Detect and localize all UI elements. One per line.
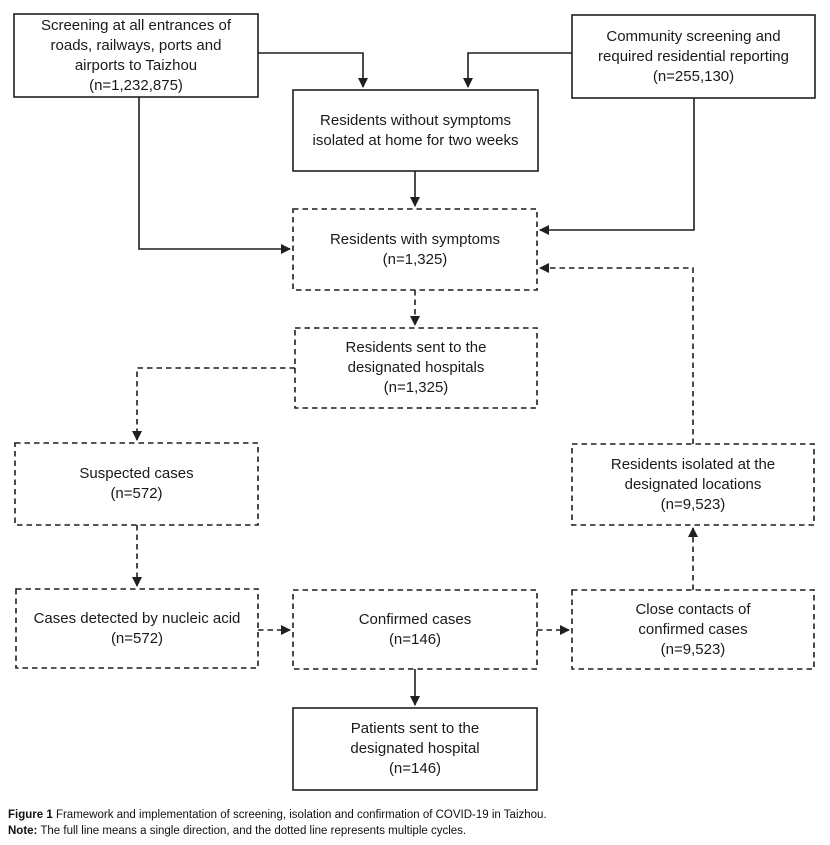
note-label: Note: (8, 824, 38, 837)
box-text-line: (n=1,325) (383, 379, 449, 396)
patients-sent-hospital-box-outline (292, 707, 538, 791)
figure-note-line: Note: The full line means a single direc… (8, 824, 818, 840)
box-text-line: (n=1,325) (382, 250, 448, 268)
flow-box-entrance-screening: Screening at all entrances of roads, rai… (14, 14, 258, 97)
box-text-line: (n=1,232,875) (89, 76, 183, 94)
box-text-line: Residents with symptoms (329, 230, 501, 248)
box-text-line: Screening at all entrances of (40, 16, 232, 34)
box-text-line: required residential reporting (598, 47, 789, 65)
box-text-line: (n=572) (110, 629, 164, 647)
box-text-line: (n=9,523) (660, 640, 726, 658)
box-text-line: Residents isolated at the (610, 455, 776, 473)
box-text-line: Residents without symptoms (320, 111, 511, 129)
box-text-line: (n=255,130) (652, 67, 735, 85)
flow-box-close-contacts: Close contacts of confirmed cases (n=9,5… (572, 590, 814, 669)
connector-entrance-to-symptoms (138, 97, 291, 254)
box-text-line: confirmed cases (638, 620, 748, 638)
connector-isolated-to-symptoms (539, 263, 694, 444)
flow-box-patients-sent-hospital: Patients sent to the designated hospital… (293, 708, 537, 790)
flow-box-residents-with-symptoms: Residents with symptoms (n=1,325) (293, 209, 537, 290)
box-text-line: Community screening and (606, 27, 781, 45)
connector-community-to-no-symptoms (463, 52, 572, 88)
figure-label: Figure 1 (8, 809, 53, 821)
connector-sent-hospitals-to-suspected (132, 367, 295, 441)
close-contacts-box-outline (571, 589, 815, 670)
cases-nucleic-acid-box-outline (15, 588, 259, 669)
entrance-screening-box-outline (13, 13, 259, 98)
box-text-line: designated hospitals (347, 359, 485, 376)
flow-box-residents-isolated-locations: Residents isolated at the designated loc… (572, 444, 814, 525)
box-text-line: (n=572) (110, 485, 163, 502)
figure-caption-line: Figure 1 Framework and implementation of… (8, 808, 818, 824)
box-text-line: Patients sent to the (350, 720, 480, 737)
figure-caption: Figure 1 Framework and implementation of… (8, 808, 818, 839)
box-text-line: roads, railways, ports and (50, 36, 222, 54)
box-text-line: Residents sent to the (345, 339, 487, 356)
box-text-line: Cases detected by nucleic acid (33, 609, 241, 627)
figure-caption-text: Framework and implementation of screenin… (55, 809, 547, 821)
box-text-line: Suspected cases (79, 465, 194, 482)
flow-box-residents-sent-hospitals: Residents sent to the designated hospita… (295, 328, 537, 408)
connector-entrance-to-no-symptoms (258, 52, 368, 88)
flow-box-residents-without-symptoms: Residents without symptoms isolated at h… (293, 90, 538, 171)
box-text-line: airports to Taizhou (74, 56, 198, 74)
box-text-line: (n=9,523) (660, 495, 726, 513)
box-text-line: (n=146) (388, 760, 442, 777)
box-text-line: (n=146) (388, 630, 442, 648)
box-text-line: Confirmed cases (358, 610, 472, 628)
box-text-line: Close contacts of (635, 600, 751, 618)
flow-box-suspected-cases: Suspected cases (n=572) (15, 443, 258, 525)
flow-box-cases-nucleic-acid: Cases detected by nucleic acid (n=572) (16, 589, 258, 668)
box-text-line: designated locations (624, 475, 762, 493)
flow-box-confirmed-cases: Confirmed cases (n=146) (293, 590, 537, 669)
box-text-line: designated hospital (350, 740, 480, 757)
flow-box-community-screening: Community screening and required residen… (572, 15, 815, 98)
box-text-line: isolated at home for two weeks (312, 131, 519, 149)
figure-note-text: The full line means a single direction, … (40, 824, 467, 837)
connector-community-to-symptoms (539, 98, 695, 235)
